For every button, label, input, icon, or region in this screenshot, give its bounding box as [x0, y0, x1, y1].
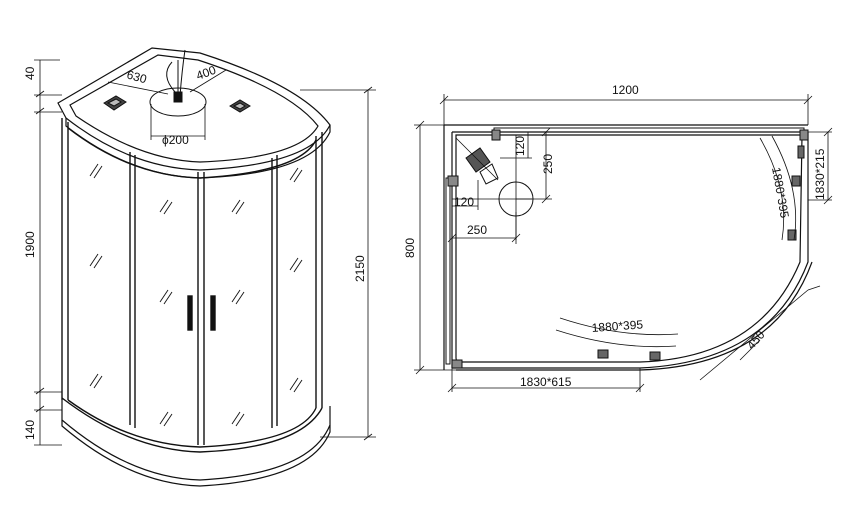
- left-vertical-dimension: [34, 59, 62, 446]
- dim-small-a: 120: [513, 136, 527, 156]
- curved-glass-arcs: [555, 135, 797, 348]
- dim-depth-a: 630: [125, 67, 148, 86]
- dim-curved-glass-bottom: 1880*395: [591, 317, 644, 335]
- front-panel-dimension: [447, 368, 645, 393]
- isometric-view: 40 1900 140 2150 630 400 ϕ200: [23, 47, 376, 487]
- depth-dimension: [414, 120, 456, 375]
- dim-depth: 800: [403, 238, 417, 258]
- cabin-body: [61, 118, 323, 453]
- plan-view: 1200 800 250 250 120 120 1830*215 1830*6…: [403, 83, 833, 393]
- dim-offset-y: 250: [541, 154, 555, 174]
- width-dimension: [439, 94, 813, 125]
- corner-fitting: [455, 137, 499, 185]
- side-panel-dimension: [808, 127, 833, 205]
- dim-front-panel: 1830*615: [520, 375, 572, 389]
- glass-reflections: [89, 163, 303, 427]
- right-vertical-dimension: [300, 86, 376, 441]
- door-handle-left: [187, 295, 193, 331]
- dim-height-main: 1900: [23, 231, 37, 258]
- door-handle-right: [210, 295, 216, 331]
- radius-dimension: [699, 285, 821, 381]
- shower-tray: [61, 400, 331, 487]
- dim-small-b: 120: [454, 195, 474, 209]
- roof-fittings: [103, 49, 251, 140]
- vent-left-icon: [103, 95, 127, 111]
- dim-side-panel: 1830*215: [813, 148, 827, 200]
- dim-diameter: ϕ200: [162, 133, 189, 147]
- dim-depth-b: 400: [194, 63, 218, 83]
- rails: [445, 127, 809, 369]
- offset-dimensions: [447, 127, 552, 244]
- dim-offset-x: 250: [467, 223, 487, 237]
- dim-total-height: 2150: [353, 255, 367, 282]
- vent-right-icon: [229, 99, 251, 113]
- dim-base: 140: [23, 420, 37, 440]
- dim-top-cap: 40: [23, 66, 37, 80]
- dim-width: 1200: [612, 83, 639, 97]
